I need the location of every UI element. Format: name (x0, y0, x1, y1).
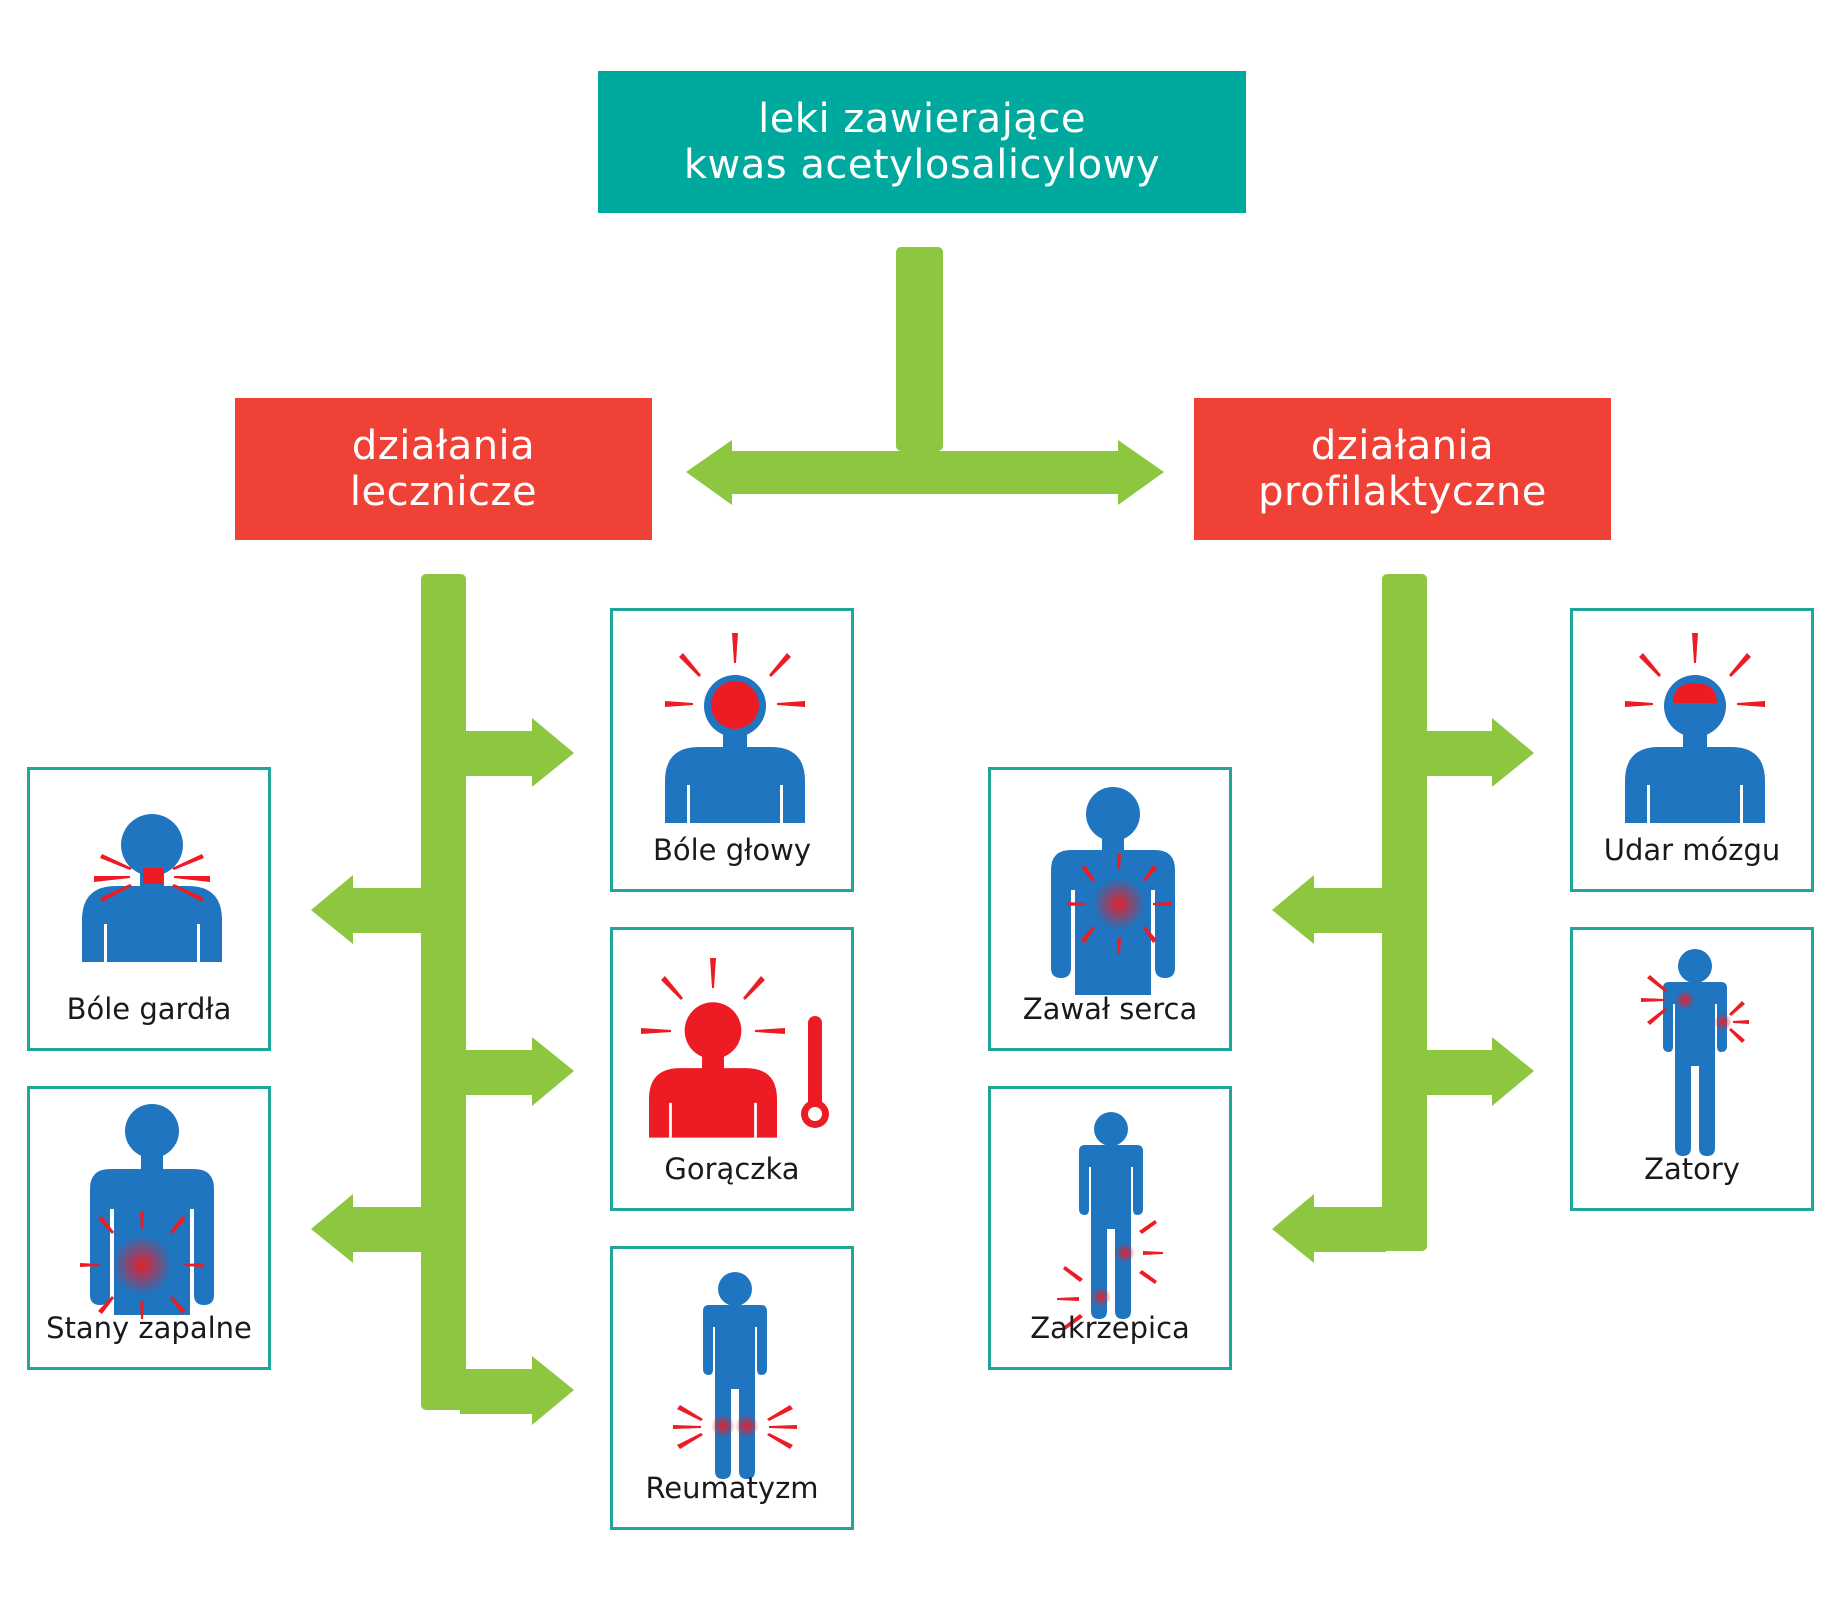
card-label-bole-glowy: Bóle głowy (652, 833, 812, 867)
card-reumatyzm: Reumatyzm (610, 1246, 854, 1530)
arrow-to-goraczka (460, 1037, 574, 1106)
card-bole-gardla: Bóle gardła (27, 767, 271, 1051)
card-zawal-serca: Zawał serca (988, 767, 1232, 1051)
card-bole-glowy: Bóle głowy (610, 608, 854, 892)
card-label-zatory: Zatory (1644, 1152, 1740, 1186)
arrow-to-bole-glowy (460, 718, 574, 787)
branch-therapeutic-line2: lecznicze (349, 469, 538, 515)
card-label-udar-mozgu: Udar mózgu (1603, 833, 1781, 867)
arrow-to-stany-zapalne (311, 1194, 425, 1263)
arrow-to-reumatyzm (460, 1356, 574, 1425)
arrow-to-zatory (1420, 1037, 1534, 1106)
fever-figure-icon (641, 958, 829, 1138)
card-label-bole-gardla: Bóle gardła (66, 992, 232, 1026)
card-label-goraczka: Gorączka (664, 1152, 800, 1186)
arrow-to-zawal-serca (1272, 875, 1386, 944)
card-zakrzepica: Zakrzepica (988, 1086, 1232, 1370)
card-goraczka: Gorączka (610, 927, 854, 1211)
branch-preventive: działania profilaktyczne (1194, 398, 1611, 540)
thrombosis-figure-icon (1057, 1112, 1163, 1330)
right-trunk (1382, 574, 1427, 1251)
embolism-figure-icon (1641, 949, 1749, 1156)
thermometer-icon (801, 1016, 829, 1128)
inflammation-figure-icon (80, 1104, 214, 1319)
root-node: leki zawierające kwas acetylosalicylowy (598, 71, 1246, 213)
root-label-line2: kwas acetylosalicylowy (683, 142, 1161, 188)
sore-throat-figure-icon (82, 814, 222, 962)
branch-preventive-line1: działania (1310, 423, 1495, 469)
branch-therapeutic-line1: działania (351, 423, 536, 469)
headache-figure-icon (665, 633, 805, 823)
card-label-stany-zapalne: Stany zapalne (46, 1311, 252, 1345)
heart-attack-figure-icon (1051, 787, 1175, 995)
double-arrow (686, 440, 1164, 505)
card-stany-zapalne: Stany zapalne (27, 1086, 271, 1370)
stroke-figure-icon (1625, 633, 1765, 823)
card-zatory: Zatory (1570, 927, 1814, 1211)
card-label-zakrzepica: Zakrzepica (1030, 1311, 1190, 1345)
card-udar-mozgu: Udar mózgu (1570, 608, 1814, 892)
arrow-to-udar-mozgu (1420, 718, 1534, 787)
root-stem (896, 247, 943, 451)
card-label-zawal-serca: Zawał serca (1022, 992, 1198, 1026)
arrow-to-bole-gardla (311, 875, 425, 944)
left-trunk (421, 574, 466, 1410)
branch-therapeutic: działania lecznicze (235, 398, 652, 540)
arrow-to-zakrzepica (1272, 1194, 1386, 1263)
root-label-line1: leki zawierające (758, 96, 1086, 142)
card-label-reumatyzm: Reumatyzm (645, 1471, 819, 1505)
rheumatism-figure-icon (673, 1272, 797, 1479)
branch-preventive-line2: profilaktyczne (1258, 469, 1547, 515)
